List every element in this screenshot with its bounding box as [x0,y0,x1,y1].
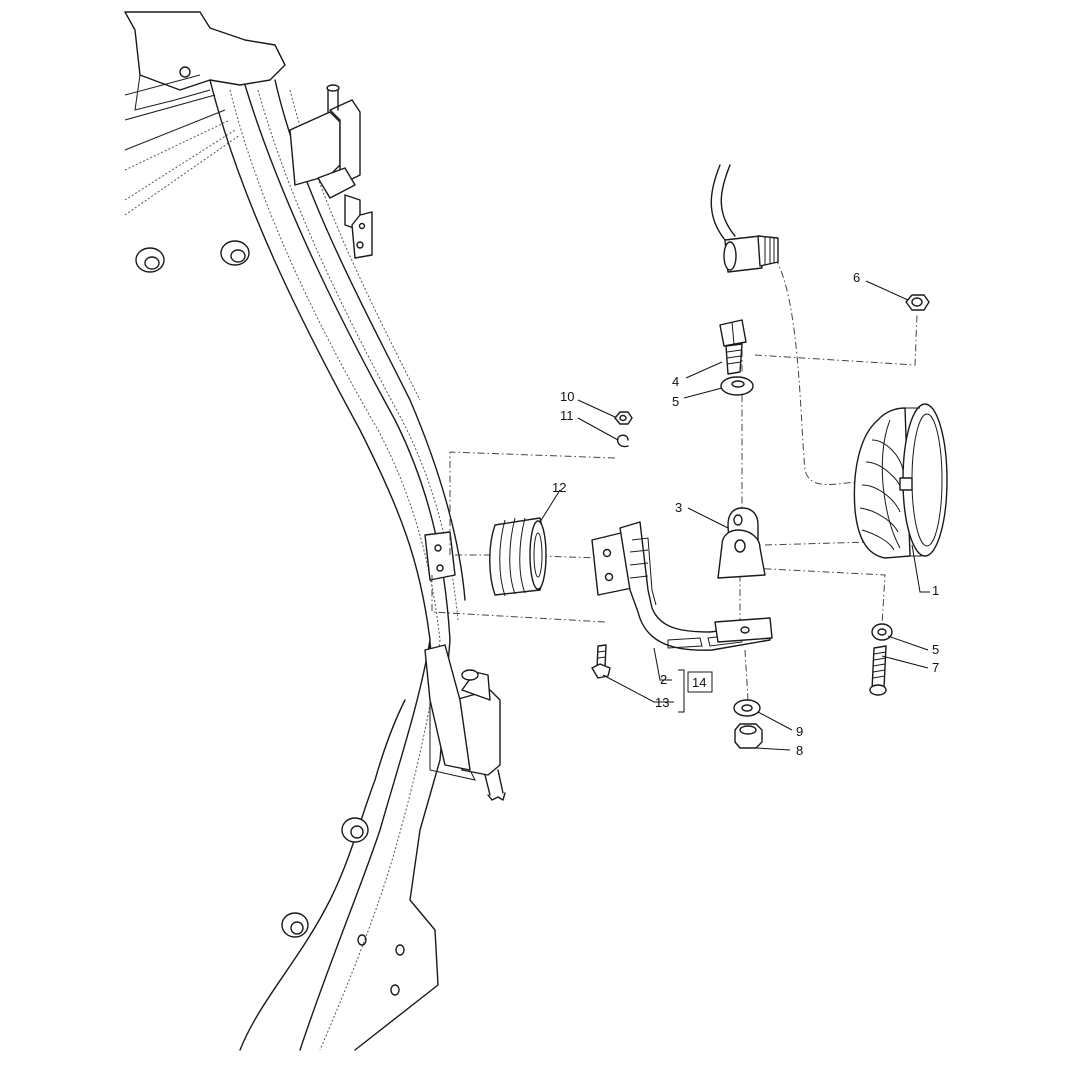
lamp-cable-connector [710,164,779,273]
work-lamp [853,403,948,559]
callout-labels: 1 2 3 4 5 5 6 7 8 9 10 11 12 13 14 [552,270,939,758]
callout-8: 8 [796,743,803,758]
callout-14: 14 [692,675,706,690]
callout-11: 11 [560,408,574,423]
callout-5: 5 [932,642,939,657]
pillar-mounting-plate [424,531,456,581]
upper-hinge [289,84,373,259]
callout-10: 10 [560,389,574,404]
callout-6: 6 [853,270,860,285]
nut-10 [614,411,633,425]
callout-7: 7 [932,660,939,675]
bolt-7 [869,645,887,696]
callout-14-box [687,671,713,693]
assembly-center-lines [431,257,918,701]
cab-frame [124,11,506,1051]
callout-4: 4 [672,374,679,389]
callout-2: 2 [660,672,667,687]
washer-5-bottom [871,623,893,641]
lower-hinge [424,644,506,801]
washer-9 [733,699,761,717]
callout-5: 5 [672,394,679,409]
bolt-13 [591,644,611,679]
callout-9: 9 [796,724,803,739]
cab-bolts [135,240,405,996]
callout-leaders [539,280,930,751]
callout-13: 13 [655,695,669,710]
washer-5-top [720,376,754,396]
callout-3: 3 [675,500,682,515]
bolt-4 [719,319,747,375]
nut-8 [734,723,763,749]
callout-12: 12 [552,480,566,495]
washer-11 [616,434,629,448]
bracket [591,521,773,651]
rubber-bellows [489,517,547,597]
callout-1: 1 [932,583,939,598]
swivel-mount [717,507,766,579]
nut-6 [905,294,930,311]
